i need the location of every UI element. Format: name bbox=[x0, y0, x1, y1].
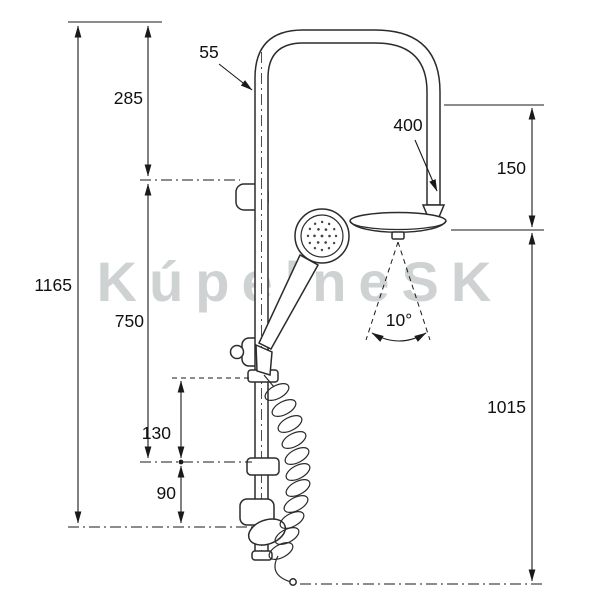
spray-angle-arc bbox=[371, 332, 427, 342]
spray-nozzles-outer bbox=[306, 220, 338, 252]
spray-line-left bbox=[365, 241, 399, 341]
head-rim-line bbox=[349, 220, 447, 231]
hose-connector bbox=[263, 374, 275, 388]
elbow-joint bbox=[247, 518, 287, 546]
holder-knob bbox=[229, 344, 245, 360]
hose-cone-fitting bbox=[255, 343, 273, 376]
hose-end-fitting bbox=[289, 578, 297, 586]
dim-label-285: 285 bbox=[114, 88, 143, 108]
dimensions-right: 150 1015 bbox=[300, 104, 544, 585]
overhead-shower bbox=[349, 204, 447, 240]
dim-label-55: 55 bbox=[199, 42, 218, 62]
dim-label-90: 90 bbox=[157, 483, 177, 503]
dim-label-spray-angle: 10° bbox=[386, 310, 412, 330]
leader-line-55 bbox=[218, 63, 253, 91]
rail-end-cap bbox=[251, 550, 273, 561]
leader-line-400 bbox=[414, 139, 438, 192]
dim-label-750: 750 bbox=[115, 311, 144, 331]
shower-rail-and-arm bbox=[254, 29, 441, 556]
shower-unit-drawing: 10° bbox=[229, 29, 447, 586]
dim-label-150: 150 bbox=[497, 158, 526, 178]
dim-label-1015: 1015 bbox=[487, 397, 526, 417]
dimensions-left: 1165 285 750 130 90 bbox=[34, 21, 256, 528]
shower-hose-coil bbox=[264, 383, 311, 586]
spray-cone: 10° bbox=[365, 241, 431, 342]
spray-nozzle-center bbox=[320, 234, 324, 238]
dim-label-130: 130 bbox=[142, 423, 171, 443]
dim-label-400: 400 bbox=[393, 115, 422, 135]
hose-end bbox=[274, 555, 292, 583]
dim-label-total-height: 1165 bbox=[34, 275, 72, 295]
dim-junction-dot bbox=[178, 459, 184, 465]
leader-rail-offset: 55 bbox=[199, 42, 253, 91]
hand-shower-face-rim bbox=[300, 214, 344, 258]
hand-shower bbox=[255, 208, 350, 388]
lower-clamp bbox=[246, 457, 280, 476]
spray-line-right bbox=[397, 241, 431, 341]
spray-nozzles-inner bbox=[313, 227, 331, 245]
leader-arm-reach: 400 bbox=[393, 115, 438, 192]
head-outlet-nub bbox=[391, 231, 405, 240]
